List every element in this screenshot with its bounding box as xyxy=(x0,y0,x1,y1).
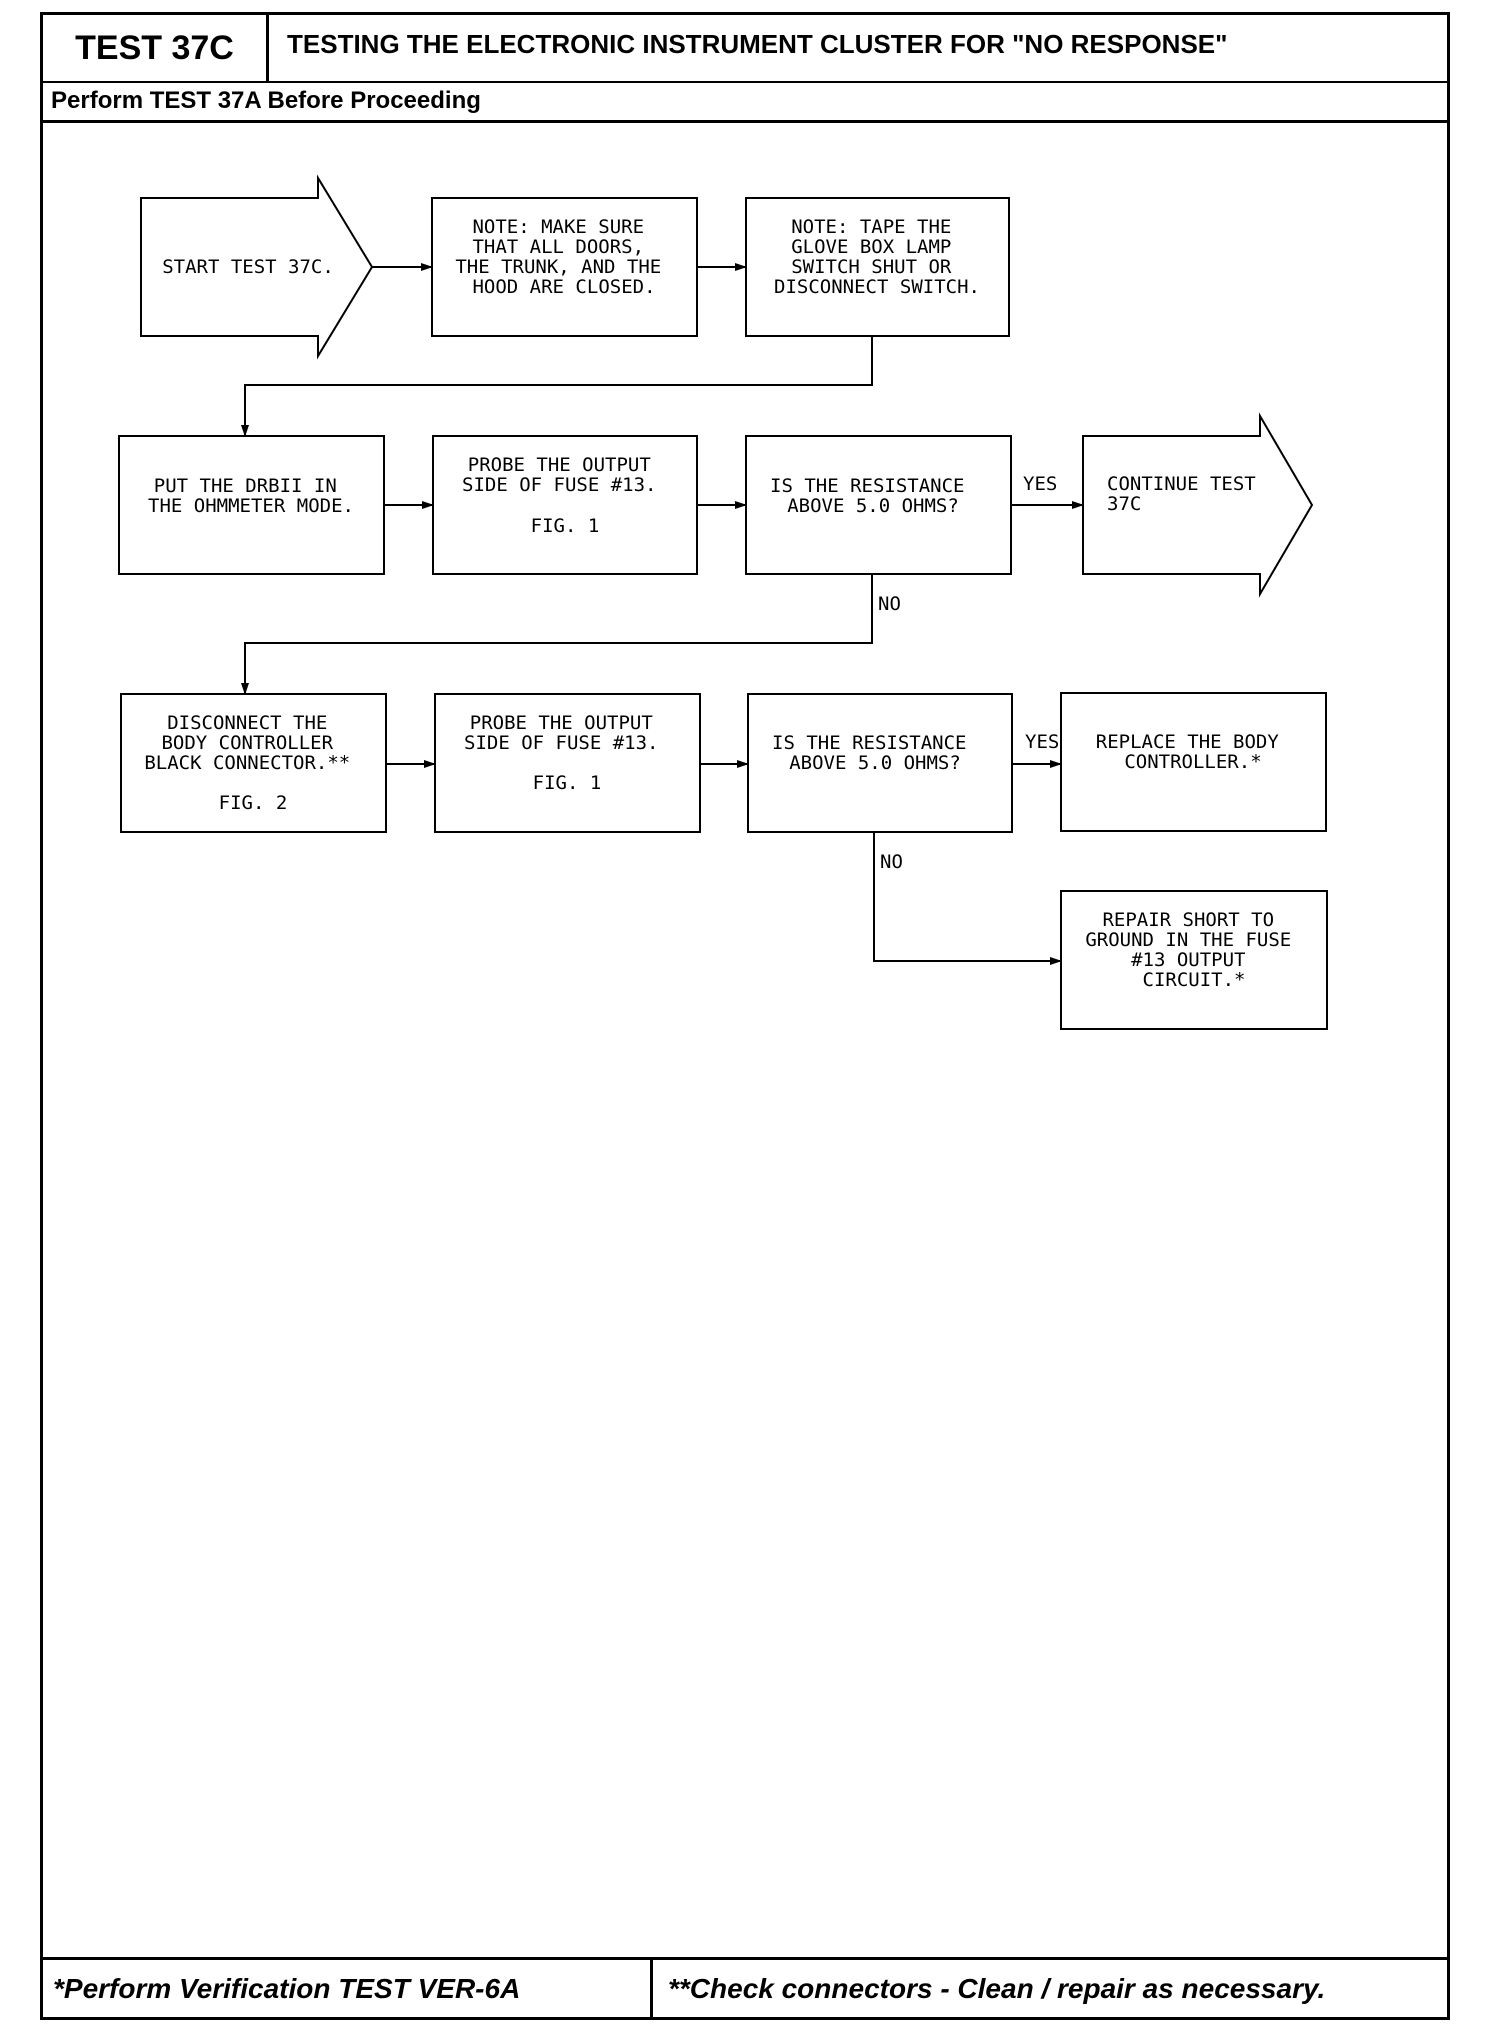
disconnect-line: BODY CONTROLLER xyxy=(161,732,333,754)
note-doors-line: HOOD ARE CLOSED. xyxy=(472,276,655,298)
svg-text:NOTE: MAKE SURE THAT ALL: NOTE: MAKE SURE THAT ALL DOORS, THE TRUN… xyxy=(455,216,672,298)
note-glove-box: NOTE: TAPE THE GLOVE BOX LAMP SWITCH SHU… xyxy=(745,197,1010,337)
replace-line: CONTROLLER.* xyxy=(1124,751,1261,773)
q2-yes-label: YES xyxy=(1025,731,1059,753)
continue-line: CONTINUE TEST xyxy=(1107,473,1256,495)
disconnect-line: DISCONNECT THE xyxy=(167,712,327,734)
resistance-question-box-1: IS THE RESISTANCE ABOVE 5.0 OHMS? xyxy=(745,435,1012,575)
svg-text:NOTE: TAPE THE GLOVE BOX: NOTE: TAPE THE GLOVE BOX LAMP SWITCH SHU… xyxy=(774,216,980,298)
test-id: TEST 37C xyxy=(43,15,269,81)
drbii-line: PUT THE DRBII IN xyxy=(154,475,337,497)
footer-verification-note: *Perform Verification TEST VER-6A xyxy=(43,1960,653,2017)
svg-text:IS THE RESISTANCE ABOVE: IS THE RESISTANCE ABOVE 5.0 OHMS? xyxy=(770,475,976,517)
repair-short-box: REPAIR SHORT TO GROUND IN THE FUSE #13 O… xyxy=(1060,890,1328,1030)
svg-text:CONTINUE TEST 37C: CONTINUE TEST 37C xyxy=(1107,473,1267,515)
probe2-line: SIDE OF FUSE #13. xyxy=(464,732,658,754)
footer-bar: *Perform Verification TEST VER-6A **Chec… xyxy=(43,1957,1447,2017)
q1-yes-label: YES xyxy=(1023,473,1057,495)
svg-text:DISCONNECT THE BODY CONT: DISCONNECT THE BODY CONTROLLER BLACK CON… xyxy=(144,712,361,814)
probe1-line: PROBE THE OUTPUT xyxy=(468,454,651,476)
note-glove-line: GLOVE BOX LAMP xyxy=(791,236,951,258)
q1-no-label: NO xyxy=(878,593,901,615)
note-glove-line: SWITCH SHUT OR xyxy=(791,256,952,278)
footer-connector-note: **Check connectors - Clean / repair as n… xyxy=(668,1973,1326,2004)
note-doors-line: THAT ALL DOORS, xyxy=(472,236,644,258)
note-glove-line: NOTE: TAPE THE xyxy=(791,216,951,238)
q1-line: IS THE RESISTANCE xyxy=(770,475,964,497)
svg-text:REPLACE THE BODY CONTROL: REPLACE THE BODY CONTROLLER.* xyxy=(1096,731,1290,773)
svg-text:IS THE RESISTANCE ABOVE: IS THE RESISTANCE ABOVE 5.0 OHMS? xyxy=(772,732,978,774)
note-glove-line: DISCONNECT SWITCH. xyxy=(774,276,980,298)
note-doors-line: THE TRUNK, AND THE xyxy=(455,256,661,278)
note-doors-line: NOTE: MAKE SURE xyxy=(472,216,644,238)
repair-line: REPAIR SHORT TO xyxy=(1102,909,1274,931)
q2-line: ABOVE 5.0 OHMS? xyxy=(789,752,961,774)
drbii-box: PUT THE DRBII IN THE OHMMETER MODE. xyxy=(118,435,385,575)
continue-arrow-shape: CONTINUE TEST 37C xyxy=(1082,412,1314,598)
prerequisite-note: Perform TEST 37A Before Proceeding xyxy=(43,83,1447,123)
disconnect-box: DISCONNECT THE BODY CONTROLLER BLACK CON… xyxy=(120,693,387,833)
probe2-fig: FIG. 1 xyxy=(533,772,602,794)
page-title: TESTING THE ELECTRONIC INSTRUMENT CLUSTE… xyxy=(287,29,1228,59)
probe1-line: SIDE OF FUSE #13. xyxy=(462,474,656,496)
svg-text:REPAIR SHORT TO GROUND I: REPAIR SHORT TO GROUND IN THE FUSE #13 O… xyxy=(1085,909,1302,991)
probe2-line: PROBE THE OUTPUT xyxy=(470,712,653,734)
repair-line: GROUND IN THE FUSE xyxy=(1085,929,1291,951)
svg-text:PUT THE DRBII IN THE OHM: PUT THE DRBII IN THE OHMMETER MODE. xyxy=(148,475,354,517)
drbii-line: THE OHMMETER MODE. xyxy=(148,495,354,517)
disconnect-line: BLACK CONNECTOR.** xyxy=(144,752,350,774)
q2-no-label: NO xyxy=(880,851,903,873)
replace-line: REPLACE THE BODY xyxy=(1096,731,1280,753)
header-bar: TEST 37C TESTING THE ELECTRONIC INSTRUME… xyxy=(43,15,1447,83)
continue-line: 37C xyxy=(1107,493,1141,515)
start-arrow-shape: START TEST 37C. xyxy=(140,174,374,360)
start-label: START TEST 37C. xyxy=(162,256,334,278)
probe-fuse-box-2: PROBE THE OUTPUT SIDE OF FUSE #13. FIG. … xyxy=(434,693,701,833)
disconnect-fig: FIG. 2 xyxy=(219,792,288,814)
resistance-question-box-2: IS THE RESISTANCE ABOVE 5.0 OHMS? xyxy=(747,693,1013,833)
connector-glove-to-drbii xyxy=(241,336,873,437)
svg-text:PROBE THE OUTPUT SIDE OF: PROBE THE OUTPUT SIDE OF FUSE #13. FIG. … xyxy=(464,712,670,794)
q1-line: ABOVE 5.0 OHMS? xyxy=(787,495,959,517)
replace-controller-box: REPLACE THE BODY CONTROLLER.* xyxy=(1060,692,1327,832)
repair-line: CIRCUIT.* xyxy=(1143,969,1246,991)
connector-q1-no xyxy=(241,575,873,695)
connector-q2-no xyxy=(873,833,1062,965)
test-sheet: TEST 37C TESTING THE ELECTRONIC INSTRUME… xyxy=(40,12,1450,2020)
probe1-fig: FIG. 1 xyxy=(531,515,600,537)
repair-line: #13 OUTPUT xyxy=(1131,949,1245,971)
probe-fuse-box-1: PROBE THE OUTPUT SIDE OF FUSE #13. FIG. … xyxy=(432,435,698,575)
note-doors-box: NOTE: MAKE SURE THAT ALL DOORS, THE TRUN… xyxy=(431,197,698,337)
q2-line: IS THE RESISTANCE xyxy=(772,732,966,754)
svg-text:PROBE THE OUTPUT SIDE OF: PROBE THE OUTPUT SIDE OF FUSE #13. FIG. … xyxy=(462,454,668,537)
